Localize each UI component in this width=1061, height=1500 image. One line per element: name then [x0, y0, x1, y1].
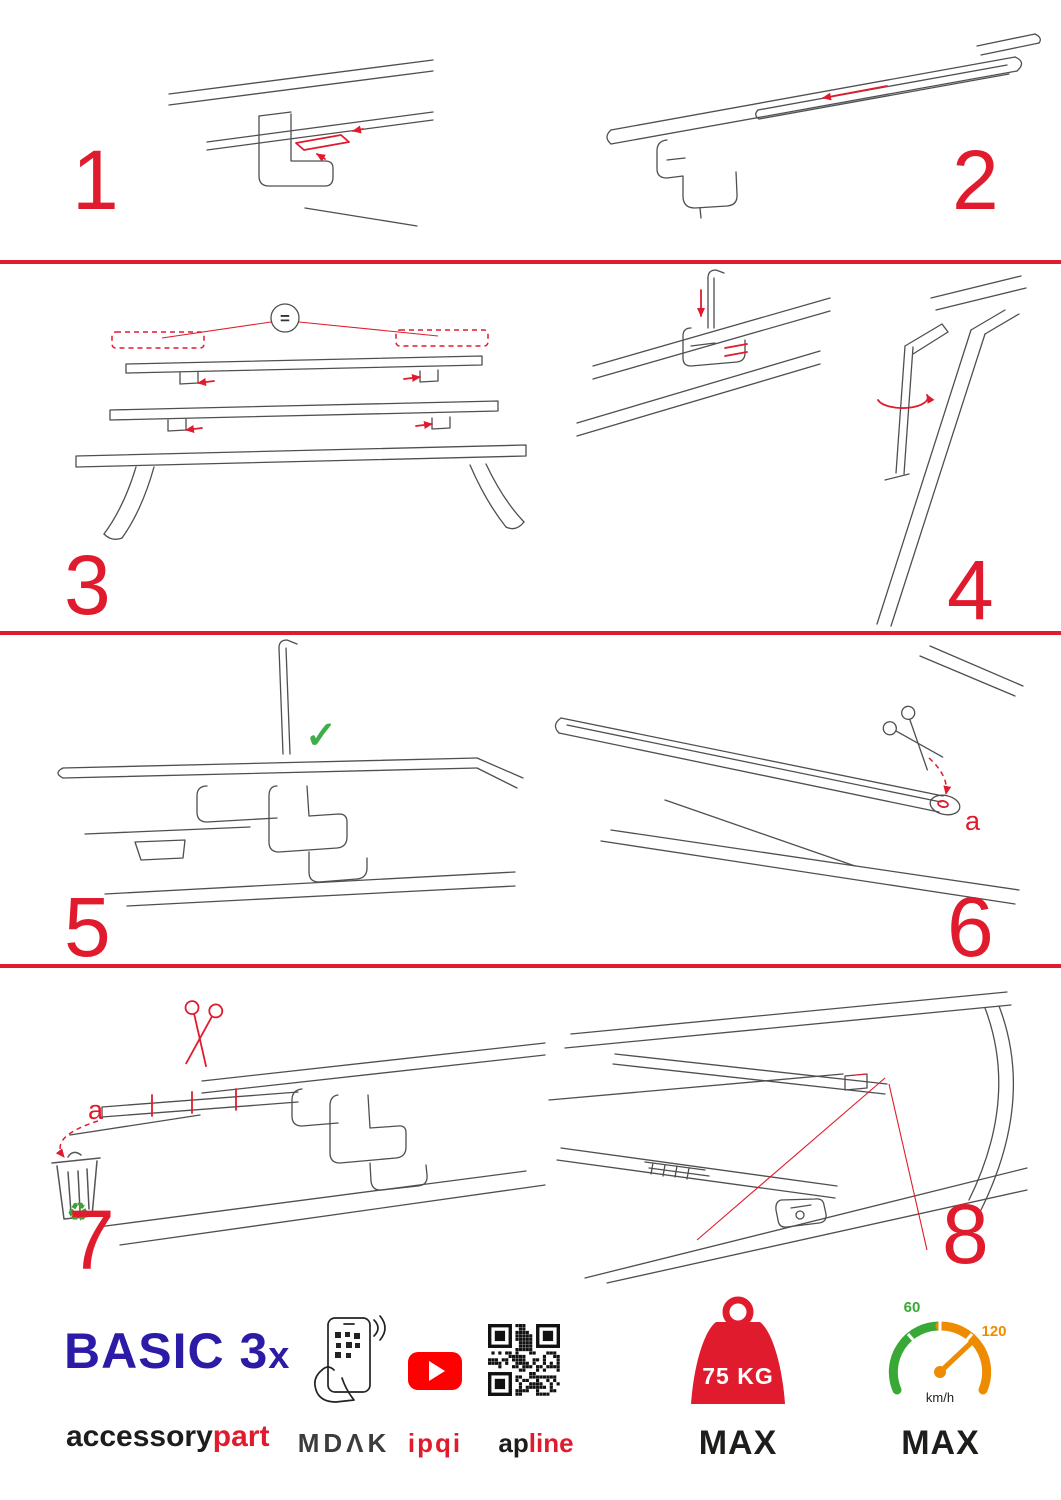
- speed-low-label: 60: [904, 1299, 921, 1316]
- weight-max-label: MAX: [698, 1424, 778, 1462]
- step-8-number: 8: [942, 1187, 989, 1281]
- step-5-number: 5: [64, 880, 111, 974]
- step-1-number: 1: [72, 133, 119, 227]
- qr-code: [488, 1324, 560, 1396]
- step-2-illustration: [606, 33, 1041, 219]
- speed-max-label: MAX: [901, 1424, 980, 1462]
- product-suffix: x: [268, 1335, 290, 1377]
- step-1-illustration: [168, 59, 434, 227]
- step-3-number: 3: [64, 538, 111, 632]
- weight-value-label: 75 KG: [702, 1363, 773, 1389]
- speedometer-icon: 60 120 km/h: [888, 1299, 1007, 1405]
- strip-trim-drawing: [69, 1042, 546, 1246]
- speed-needle-hub: [934, 1366, 946, 1378]
- recycle-icon: ♻: [66, 1197, 89, 1227]
- youtube-icon: [408, 1352, 462, 1390]
- scissors-icon: [882, 705, 944, 771]
- equal-spacing-label: =: [280, 309, 290, 328]
- rail-clamp-drawing: [168, 59, 434, 227]
- ipqi-logo: ipqi: [407, 1428, 463, 1458]
- apline-logo: apline: [486, 1428, 586, 1459]
- brand-wordmark-black: accessory: [66, 1420, 213, 1453]
- speed-arc-green: [888, 1321, 945, 1395]
- qr-finder-patterns: [488, 1324, 560, 1396]
- discard-guide-line: [55, 1120, 99, 1158]
- slide-direction-arrow: [822, 85, 888, 101]
- phone-scan-icon: [314, 1315, 386, 1403]
- rubber-pad-insert: [295, 125, 364, 162]
- step-3-illustration: =: [75, 303, 527, 540]
- step-7-illustration: ♻ a: [51, 1000, 546, 1246]
- cut-tick-marks: [151, 1088, 237, 1117]
- allen-key-drawing: [576, 269, 1027, 627]
- speed-unit-label: km/h: [926, 1390, 954, 1405]
- phone-screen-qr: [335, 1332, 360, 1358]
- qr-modules: [488, 1324, 560, 1396]
- dimension-leader-lines: [161, 321, 439, 339]
- cut-label-a: a: [88, 1095, 104, 1125]
- bar-slide-drawing: [606, 33, 1041, 219]
- youtube-play-triangle: [429, 1361, 445, 1381]
- alignment-arrows: [185, 374, 433, 433]
- brand-wordmark: accessorypart: [66, 1420, 269, 1454]
- cut-label-a: a: [965, 806, 981, 836]
- weight-handle-ring: [722, 1296, 754, 1328]
- dimension-brackets: [111, 329, 489, 349]
- equal-spacing-drawing: [75, 303, 527, 540]
- apline-logo-black: ap: [498, 1428, 529, 1458]
- speed-arc-orange: [935, 1321, 992, 1395]
- section-divider: [0, 631, 1061, 635]
- product-name: BASIC 3: [64, 1323, 269, 1379]
- speed-high-label: 120: [981, 1323, 1006, 1340]
- clamp-check-drawing: [57, 639, 524, 907]
- scissors-icon: [184, 1000, 224, 1068]
- cut-guide-line: [928, 757, 952, 795]
- mdak-logo: MDΛK: [297, 1428, 391, 1458]
- step-8-illustration: [548, 991, 1028, 1284]
- brand-wordmark-red: part: [212, 1420, 270, 1453]
- checkmark-icon: ✓: [305, 715, 337, 757]
- max-weight-icon: 75 KG: [691, 1296, 785, 1404]
- bar-end-cut-drawing: [554, 645, 1024, 905]
- roof-overview-drawing: [548, 991, 1028, 1284]
- step-7-number: 7: [68, 1193, 115, 1287]
- step-6-illustration: a: [554, 645, 1024, 905]
- step-4-number: 4: [947, 543, 994, 637]
- tighten-annotations: [697, 289, 935, 409]
- step-5-illustration: ✓: [57, 639, 524, 907]
- weight-body: [691, 1322, 785, 1404]
- product-logo: BASIC 3x: [64, 1322, 289, 1380]
- slot-alignment-lines: [696, 1073, 928, 1251]
- section-divider: [0, 260, 1061, 264]
- section-divider: [0, 964, 1061, 968]
- step-2-number: 2: [952, 133, 999, 227]
- speed-needle: [937, 1337, 977, 1375]
- step-4-illustration: [576, 269, 1027, 627]
- trash-can-icon: [51, 1151, 101, 1220]
- step-6-number: 6: [947, 880, 994, 974]
- apline-logo-red: line: [528, 1428, 574, 1458]
- strip-end-highlight: [937, 799, 949, 809]
- speed-ticks: [906, 1320, 974, 1343]
